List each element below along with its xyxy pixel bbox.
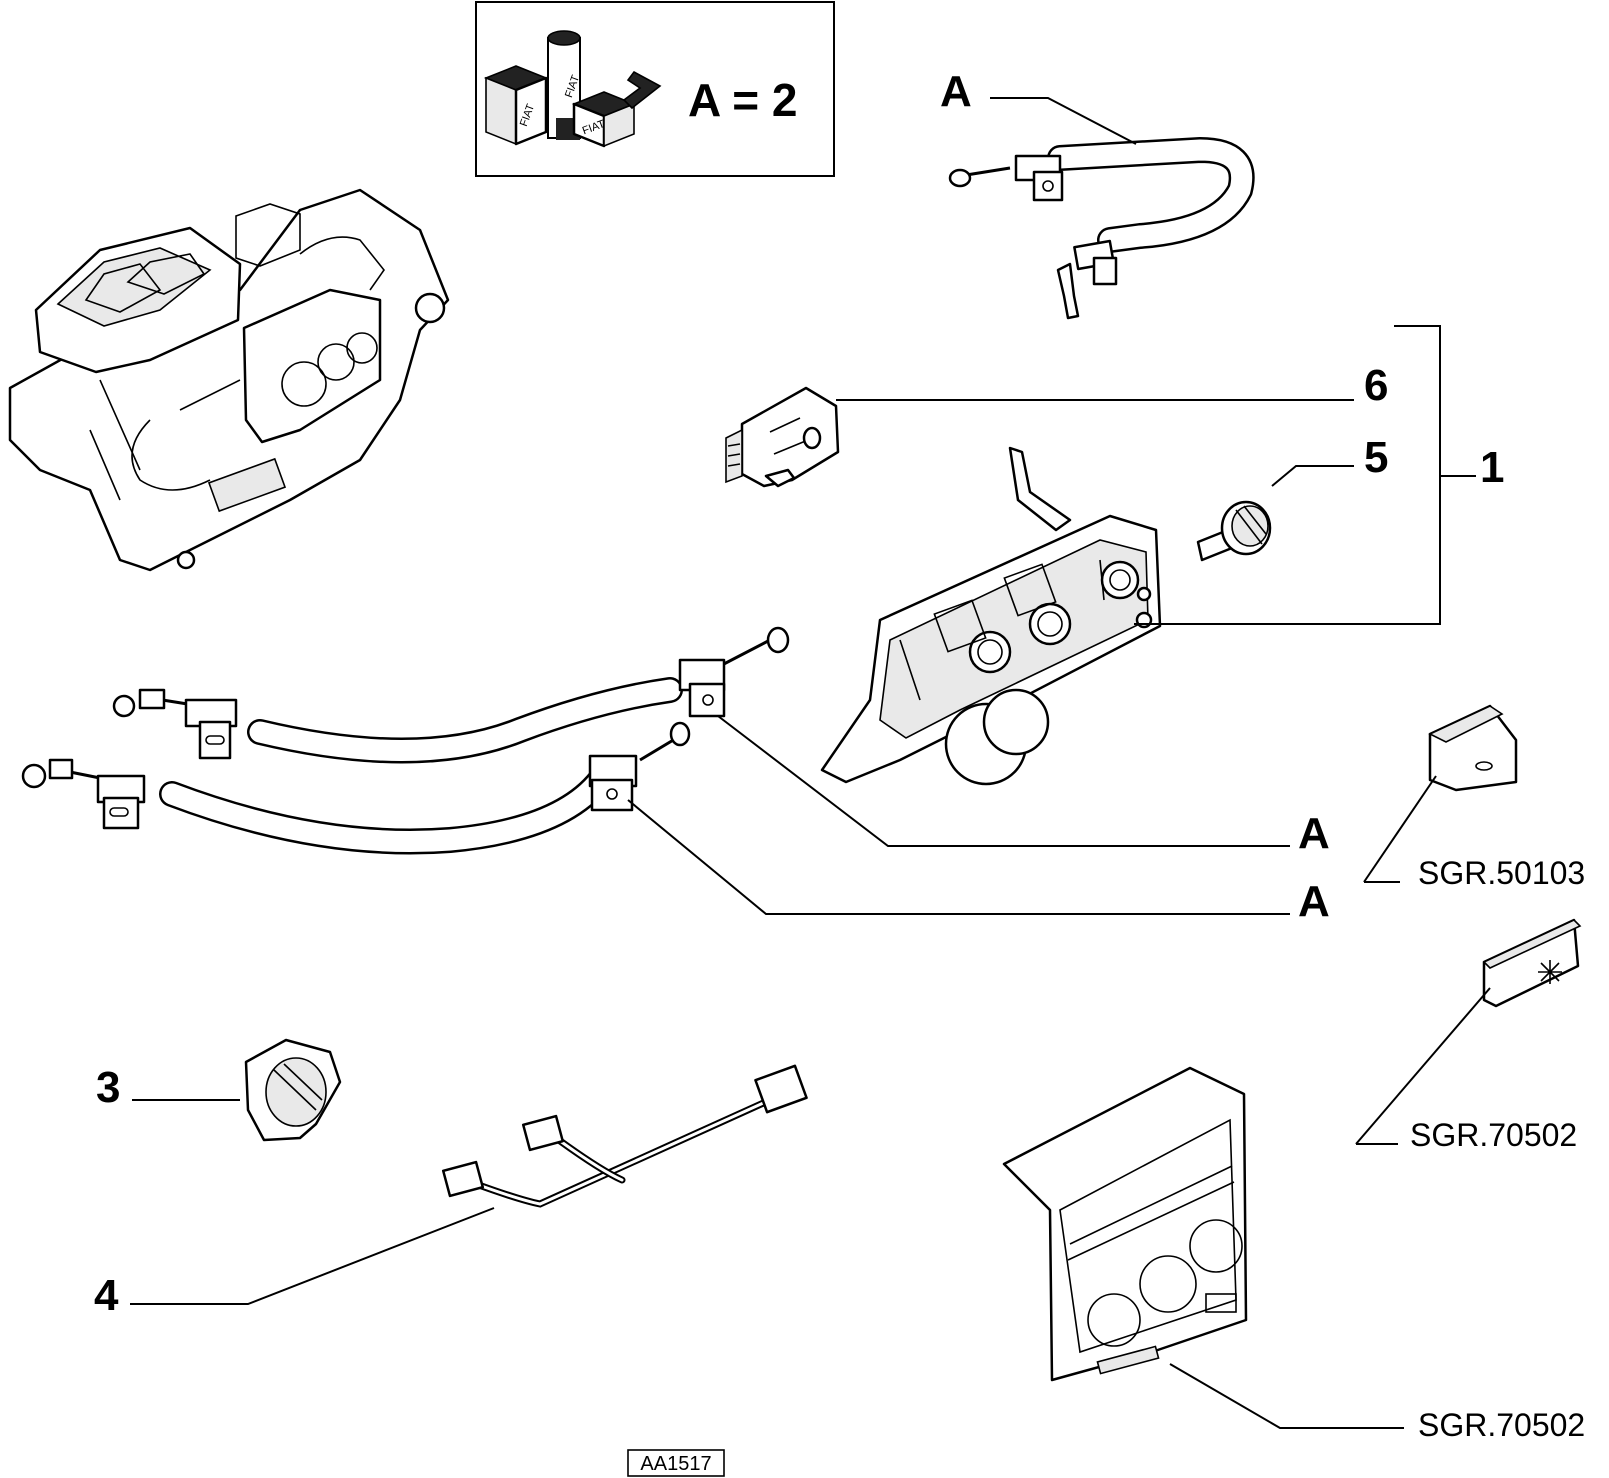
knob-part <box>1196 500 1272 562</box>
callout-6: 6 <box>1364 361 1388 410</box>
ac-button-part <box>1482 918 1582 1008</box>
front-panel-part <box>1002 1066 1248 1382</box>
callout-3: 3 <box>96 1063 120 1112</box>
kit-quantity-label: A = 2 <box>688 74 798 126</box>
control-cable-top <box>948 136 1255 320</box>
callout-4: 4 <box>94 1271 119 1320</box>
callout-a-low: A <box>1298 877 1330 926</box>
ref-knob: SGR.50103 <box>1418 855 1585 891</box>
connector-bracket-part <box>725 386 840 488</box>
control-cable-middle <box>112 626 790 764</box>
bracket-part <box>244 1038 342 1142</box>
ref-front-panel: SGR.70502 <box>1418 1407 1585 1443</box>
control-cable-lower <box>21 721 691 855</box>
heater-housing-assembly <box>8 188 450 572</box>
wiring-harness-part <box>441 1064 808 1208</box>
kit-box: FIAT FIAT FIAT A = 2 <box>475 1 835 177</box>
callout-1: 1 <box>1480 443 1504 492</box>
climate-control-unit <box>820 446 1162 786</box>
leader-lines <box>130 97 1491 1429</box>
callout-5: 5 <box>1364 433 1388 482</box>
knob-cap-part <box>1428 704 1518 792</box>
callout-a-mid: A <box>1298 809 1330 858</box>
kit-icon: FIAT FIAT FIAT <box>483 30 662 148</box>
drawing-code: AA1517 <box>640 1453 711 1475</box>
drawing-code-box: AA1517 <box>627 1449 725 1477</box>
callout-a-top: A <box>940 67 972 116</box>
snowflake-icon <box>1538 960 1562 984</box>
ref-ac-button: SGR.70502 <box>1410 1117 1577 1153</box>
